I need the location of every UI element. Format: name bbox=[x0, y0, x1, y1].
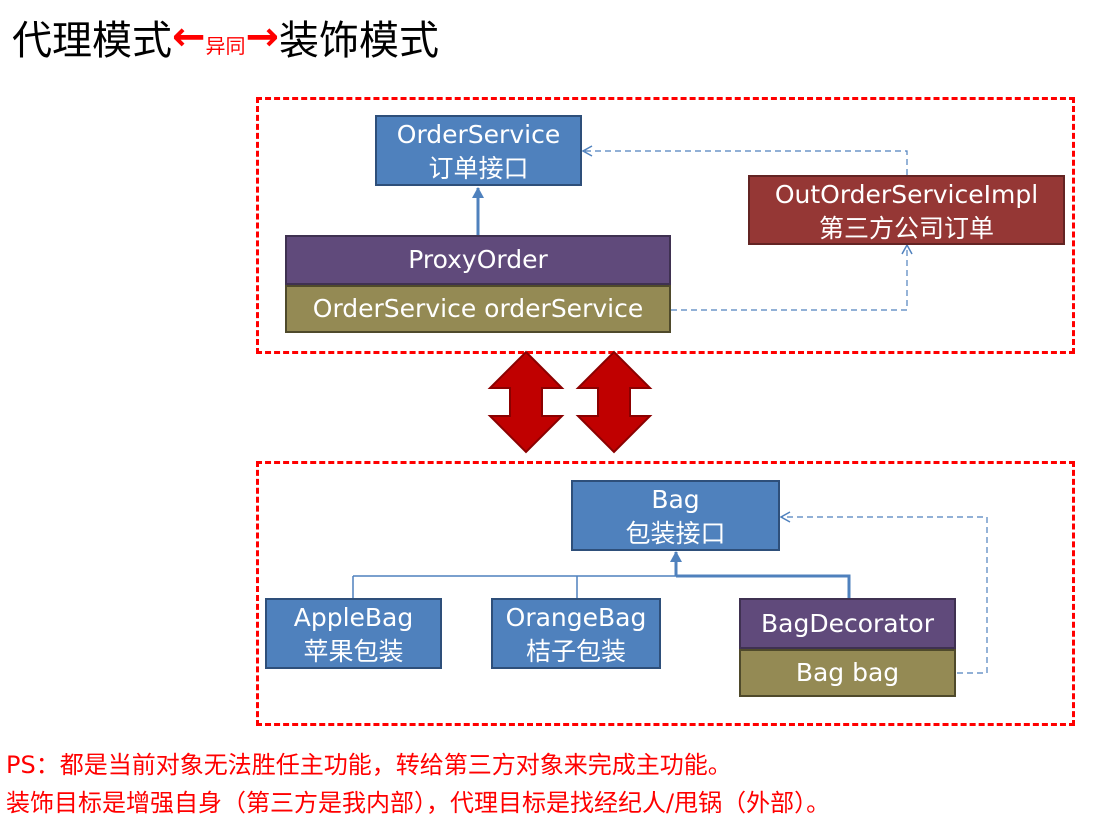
proxy-order-field: OrderService orderService bbox=[285, 285, 671, 333]
impl-implements-dashed-arrow bbox=[581, 145, 908, 175]
left-arrow-icon: ← bbox=[172, 14, 206, 60]
proxy-order-header: ProxyOrder bbox=[285, 235, 671, 285]
order-service-box: OrderService 订单接口 bbox=[375, 115, 582, 186]
bag-decorator-header: BagDecorator bbox=[739, 598, 956, 649]
apple-bag-desc: 苹果包装 bbox=[303, 637, 404, 666]
bag-decorator-name: BagDecorator bbox=[761, 609, 934, 638]
right-arrow-icon: → bbox=[245, 14, 280, 60]
bag-decorator-field-text: Bag bag bbox=[795, 658, 900, 687]
note-line-2: 装饰目标是增强自身（第三方是我内部），代理目标是找经纪人/甩锅（外部）。 bbox=[6, 789, 831, 817]
title-decorator-pattern: 装饰模式 bbox=[279, 18, 440, 64]
apple-bag-box: AppleBag 苹果包装 bbox=[265, 598, 442, 669]
proxy-delegates-dashed-arrow bbox=[671, 243, 913, 311]
page-title: 代理模式 ← 异同 → 装饰模式 bbox=[12, 8, 439, 66]
decorator-wraps-dashed-arrow bbox=[779, 511, 988, 674]
out-impl-name: OutOrderServiceImpl bbox=[774, 180, 1039, 209]
double-arrow-icon-left bbox=[487, 350, 565, 454]
orange-bag-box: OrangeBag 桔子包装 bbox=[491, 598, 661, 669]
orange-bag-desc: 桔子包装 bbox=[525, 637, 626, 666]
bag-interface-box: Bag 包装接口 bbox=[571, 480, 780, 551]
proxy-order-field-text: OrderService orderService bbox=[312, 294, 644, 323]
decorator-branch-line bbox=[676, 574, 851, 598]
out-impl-desc: 第三方公司订单 bbox=[818, 214, 994, 243]
bag-desc: 包装接口 bbox=[625, 519, 726, 548]
bag-decorator-field: Bag bag bbox=[739, 649, 956, 697]
orange-bag-name: OrangeBag bbox=[505, 603, 647, 632]
proxy-order-name: ProxyOrder bbox=[408, 245, 548, 274]
decorator-pattern-frame bbox=[256, 461, 1075, 726]
order-service-name: OrderService bbox=[396, 120, 561, 149]
title-proxy-pattern: 代理模式 bbox=[12, 18, 172, 64]
order-service-desc: 订单接口 bbox=[428, 154, 529, 183]
bag-name: Bag bbox=[651, 485, 700, 514]
proxy-pattern-frame bbox=[256, 97, 1075, 354]
title-similarities-differences: 异同 bbox=[205, 33, 246, 58]
note-line-1: PS：都是当前对象无法胜任主功能，转给第三方对象来完成主功能。 bbox=[6, 751, 732, 779]
double-arrow-icon-right bbox=[575, 350, 653, 454]
apple-bag-name: AppleBag bbox=[293, 603, 414, 632]
out-order-service-impl-box: OutOrderServiceImpl 第三方公司订单 bbox=[748, 175, 1065, 245]
